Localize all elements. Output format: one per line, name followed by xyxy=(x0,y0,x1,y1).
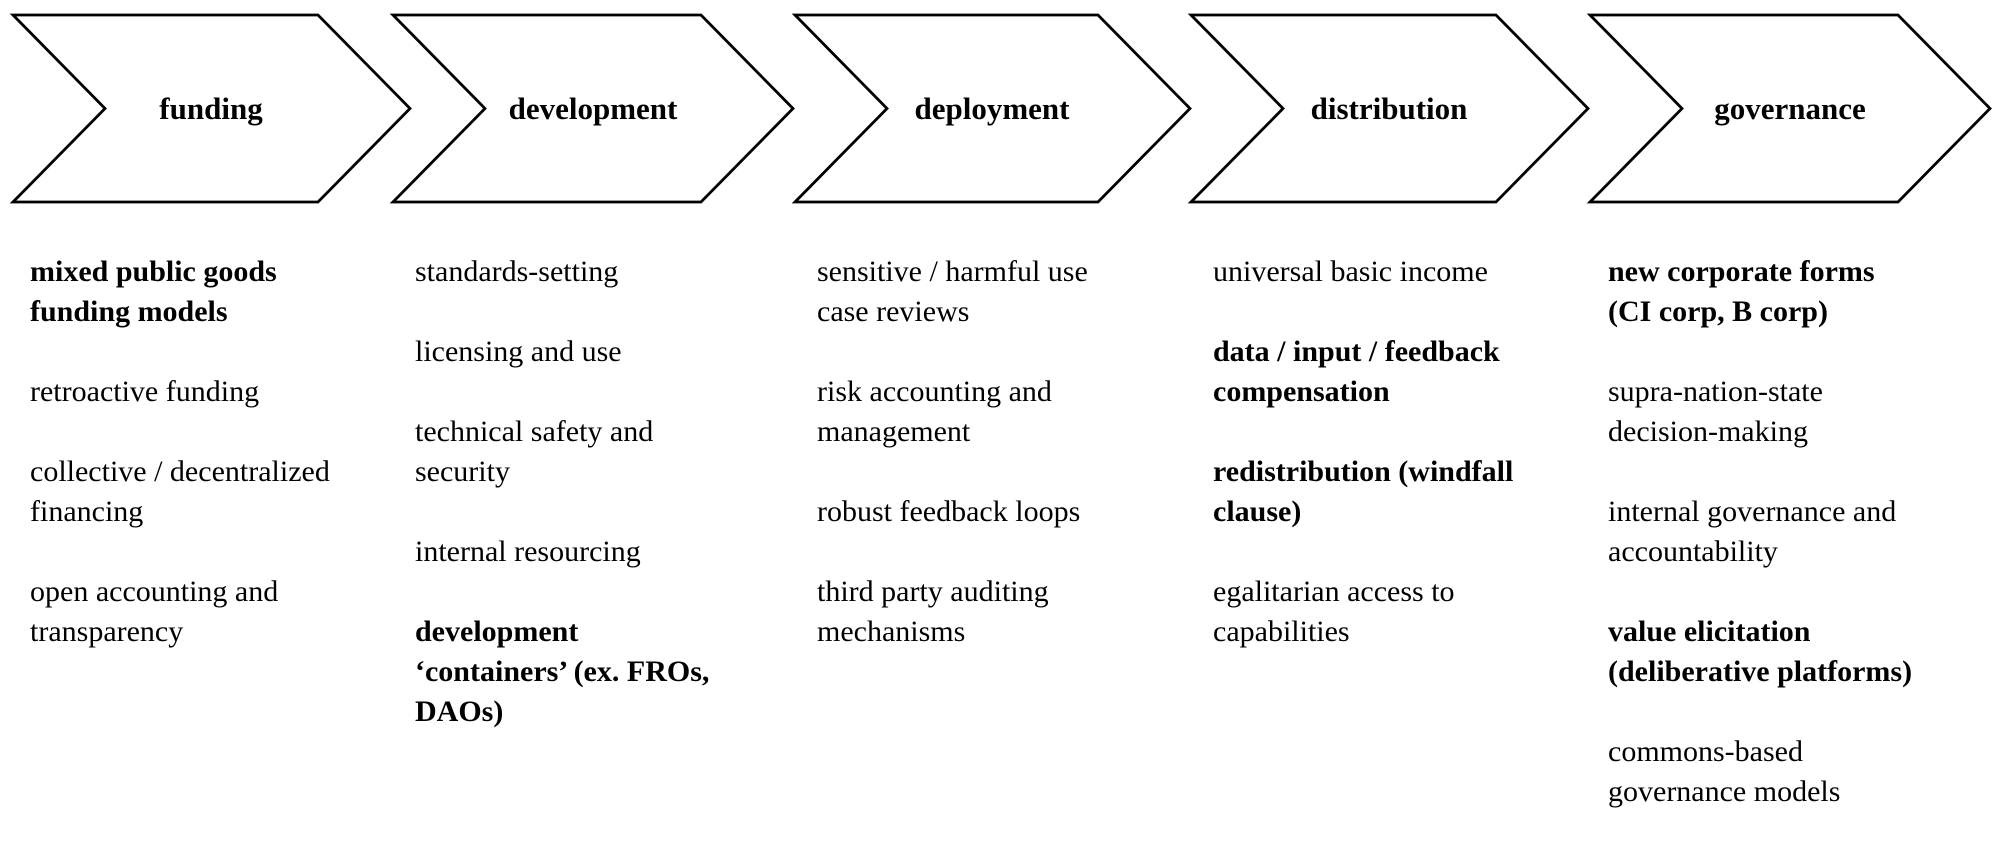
development-item-2: licensing and use xyxy=(415,335,622,368)
column-funding: mixed public goods funding models retroa… xyxy=(30,252,430,692)
deployment-item-4: third party auditing mechanisms xyxy=(817,575,1049,648)
stage-distribution: distribution xyxy=(1187,13,1590,204)
distribution-item-4: egalitarian access to capabilities xyxy=(1213,575,1455,648)
process-flow-chevrons: funding development deployment distribut… xyxy=(9,13,1992,204)
stage-label-funding: funding xyxy=(159,91,263,126)
chevron-shape-funding xyxy=(9,13,412,204)
governance-item-1: new corporate forms (CI corp, B corp) xyxy=(1608,255,1875,328)
development-item-4: internal resourcing xyxy=(415,535,641,568)
development-item-3: technical safety and security xyxy=(415,415,654,488)
deployment-item-1: sensitive / harmful use case reviews xyxy=(817,255,1088,328)
stage-development: development xyxy=(389,13,795,204)
distribution-item-3: redistribution (windfall clause) xyxy=(1213,455,1514,528)
chevron-shape-deployment xyxy=(791,13,1192,204)
column-development: standards-setting licensing and use tech… xyxy=(415,252,815,772)
development-item-5: development ‘containers’ (ex. FROs, DAOs… xyxy=(415,615,710,728)
stage-funding: funding xyxy=(9,13,412,204)
stage-label-distribution: distribution xyxy=(1311,91,1468,126)
governance-item-4: value elicitation (deliberative platform… xyxy=(1608,615,1913,688)
funding-item-3: collective / decentralized financing xyxy=(30,455,330,528)
column-governance: new corporate forms (CI corp, B corp) su… xyxy=(1608,252,2000,852)
deployment-item-3: robust feedback loops xyxy=(817,495,1081,528)
chevron-shape-development xyxy=(389,13,795,204)
governance-item-2: supra-nation-state decision-making xyxy=(1608,375,1823,448)
distribution-item-2: data / input / feedback compensation xyxy=(1213,335,1500,408)
stage-label-deployment: deployment xyxy=(915,91,1071,126)
governance-item-5: commons-based governance models xyxy=(1608,735,1841,808)
column-distribution: universal basic income data / input / fe… xyxy=(1213,252,1613,692)
funding-item-4: open accounting and transparency xyxy=(30,575,279,648)
stage-deployment: deployment xyxy=(791,13,1192,204)
column-deployment: sensitive / harmful use case reviews ris… xyxy=(817,252,1217,692)
funding-item-2: retroactive funding xyxy=(30,375,260,408)
development-item-1: standards-setting xyxy=(415,255,619,288)
governance-item-3: internal governance and accountability xyxy=(1608,495,1897,568)
deployment-item-2: risk accounting and management xyxy=(817,375,1052,448)
chevron-shape-governance xyxy=(1586,13,1992,204)
chevron-shape-distribution xyxy=(1187,13,1590,204)
stage-label-development: development xyxy=(509,91,678,126)
funding-item-1: mixed public goods funding models xyxy=(30,255,277,328)
stage-label-governance: governance xyxy=(1714,91,1866,126)
stage-governance: governance xyxy=(1586,13,1992,204)
distribution-item-1: universal basic income xyxy=(1213,255,1488,288)
